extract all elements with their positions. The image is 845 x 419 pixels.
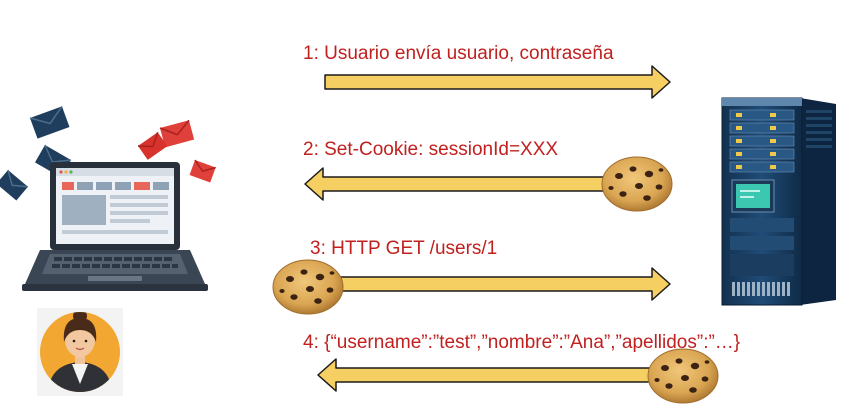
- step-3-label: 3: HTTP GET /users/1: [310, 238, 498, 259]
- arrow-step-3: [324, 267, 671, 301]
- step-2-label: 2: Set-Cookie: sessionId=XXX: [303, 139, 559, 160]
- envelope-icon: [0, 105, 216, 201]
- step-1-label: 1: Usuario envía usuario, contraseña: [303, 43, 614, 64]
- user-avatar-icon: [37, 308, 123, 396]
- server-icon: [721, 97, 836, 306]
- arrow-step-1: [324, 65, 671, 99]
- cookie-icon: [647, 348, 719, 404]
- cookie-icon: [272, 259, 344, 315]
- arrow-step-2: [304, 167, 651, 201]
- arrow-step-4: [317, 358, 691, 392]
- step-4-label: 4: {“username”:”test”,”nombre”:”Ana”,”ap…: [303, 332, 741, 353]
- laptop-icon: [22, 162, 208, 291]
- cookie-icon: [601, 156, 673, 212]
